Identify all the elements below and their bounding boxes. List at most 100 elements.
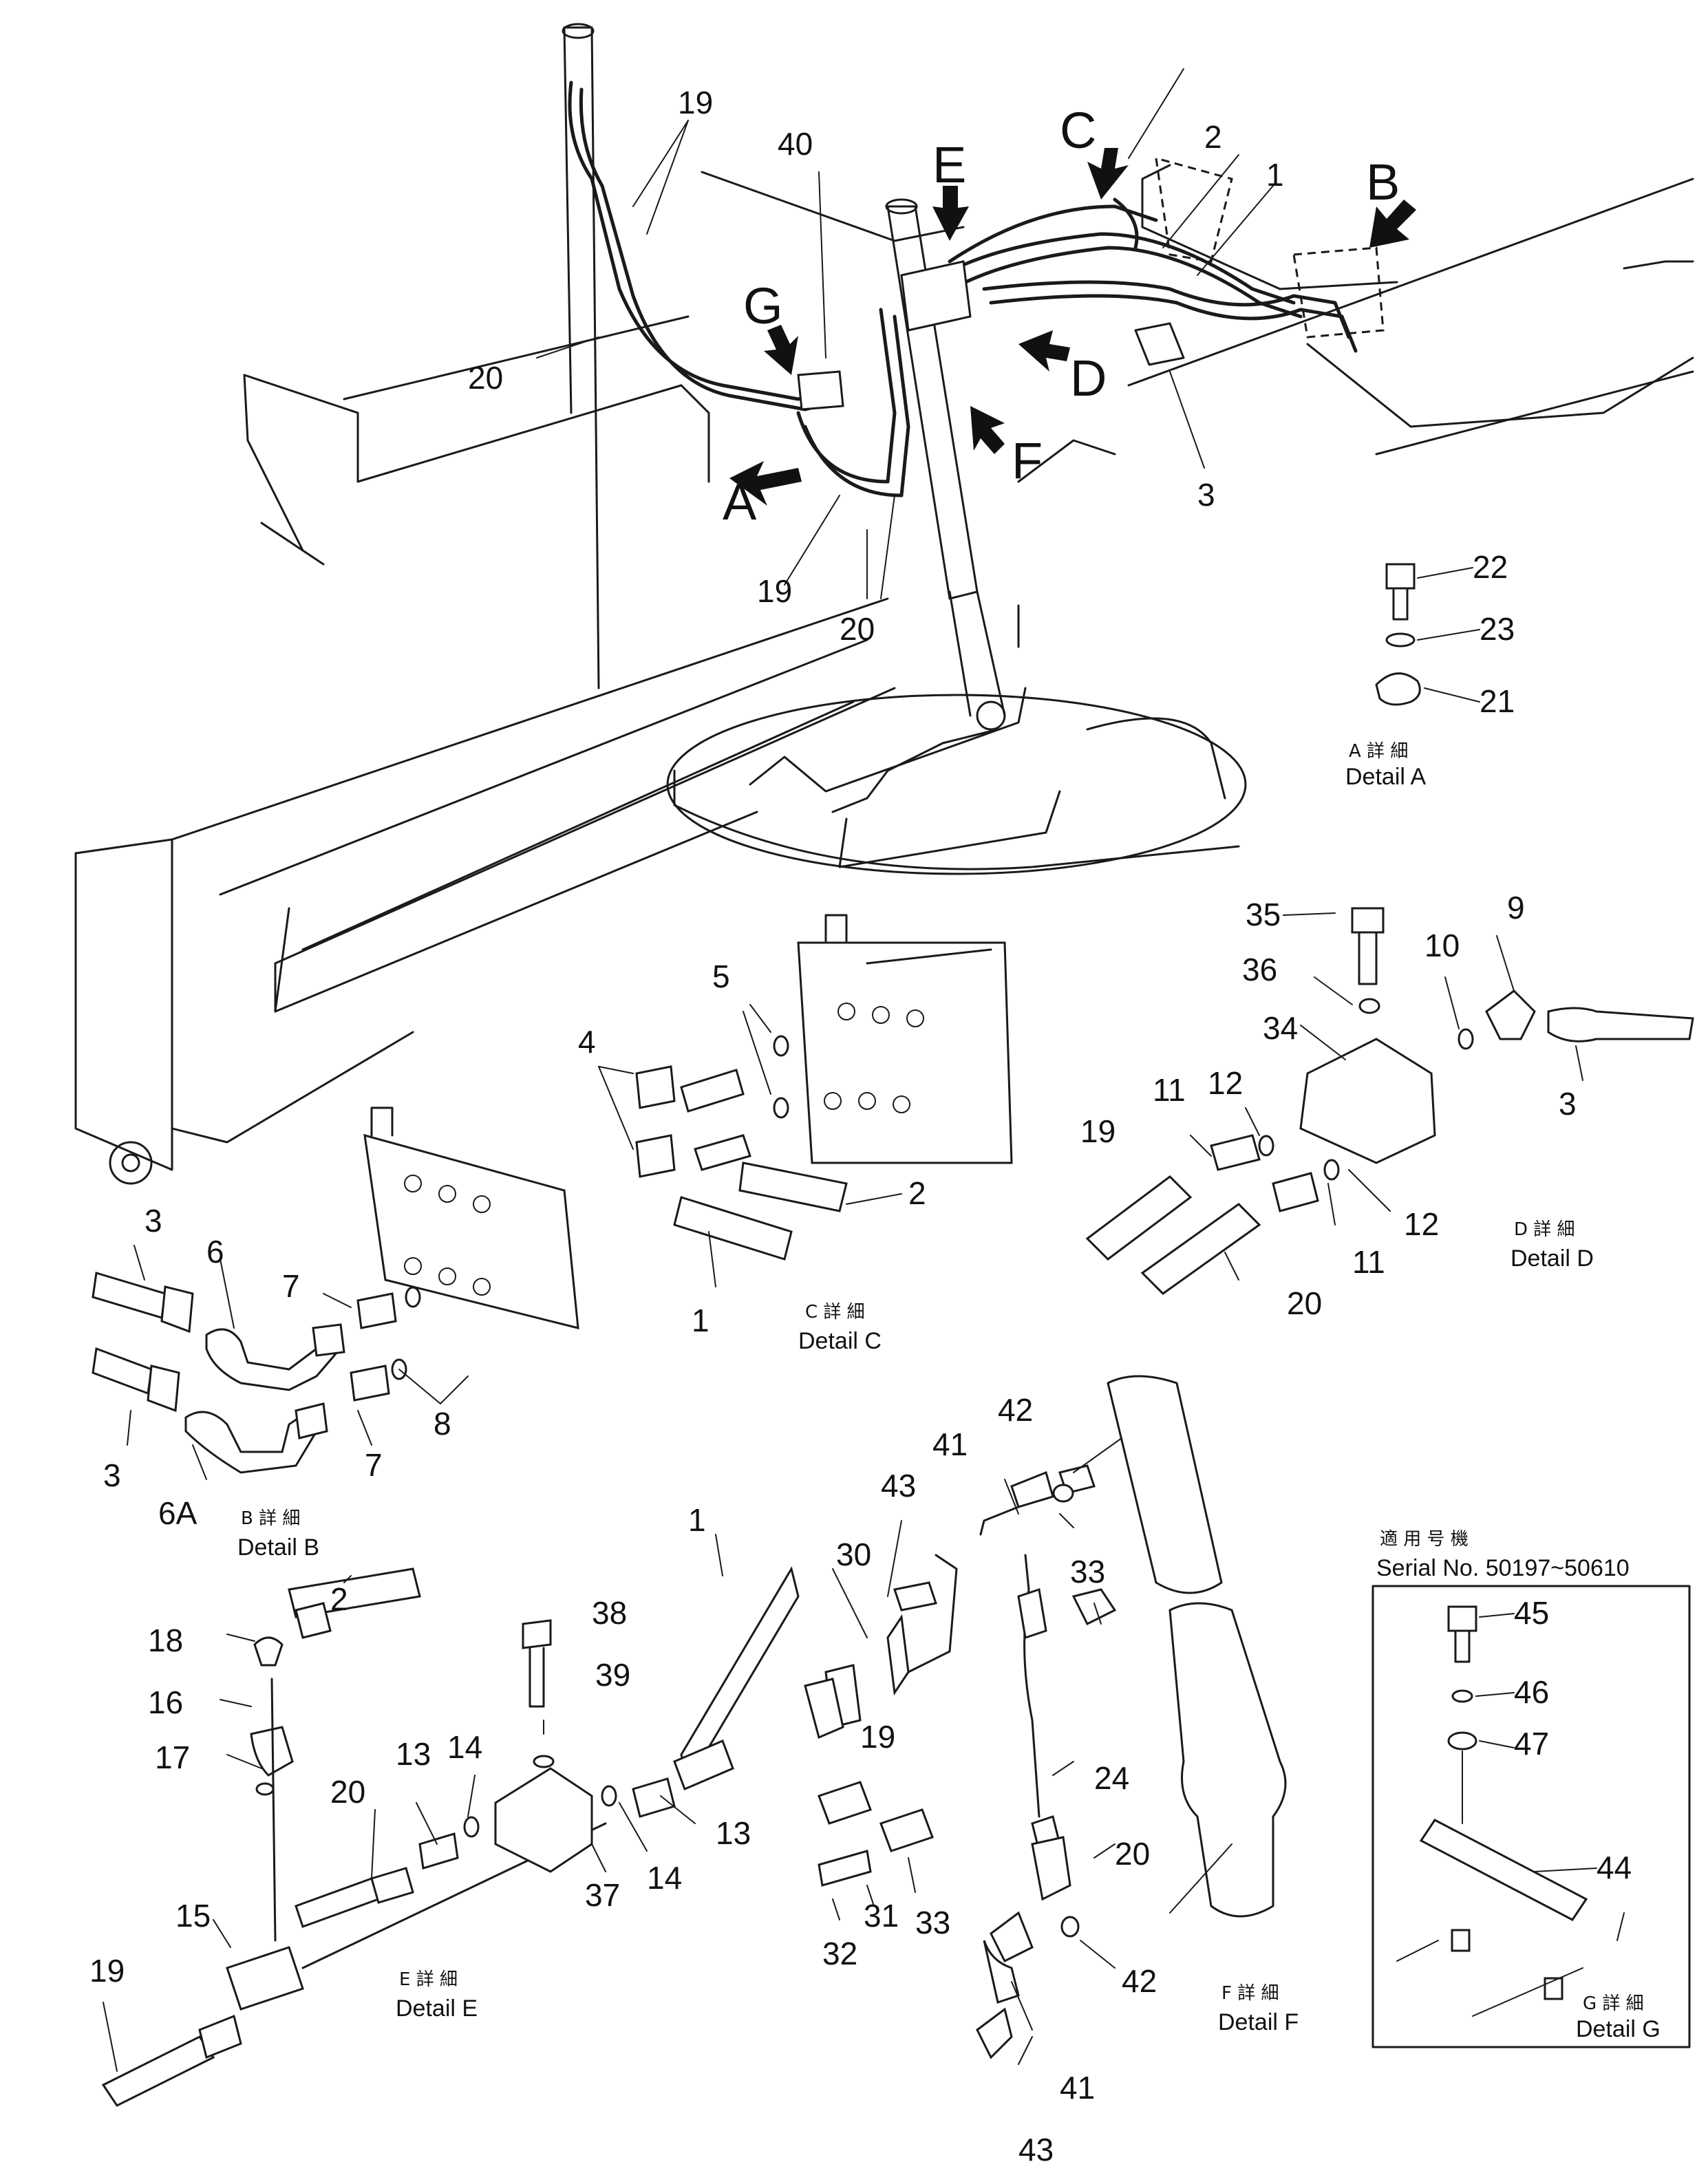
view-arrow-a-icon — [729, 461, 802, 506]
callout-1-detail-c: 1 — [692, 1303, 709, 1338]
detail-f-jp-label: F 詳 細 — [1221, 1983, 1279, 2004]
callout-2-detail-e: 2 — [330, 1581, 348, 1617]
callout-19-bottom: 19 — [757, 573, 792, 609]
callout-9: 9 — [1507, 890, 1525, 925]
callout-33-bottom: 33 — [915, 1905, 950, 1940]
view-arrow-e-icon — [932, 186, 969, 241]
view-arrow-d-icon — [1018, 330, 1070, 372]
callout-12-top: 12 — [1208, 1065, 1243, 1101]
detail-g-box: 適 用 号 機 Serial No. 50197~50610 45 46 47 … — [1371, 1529, 1691, 2048]
callout-31: 31 — [864, 1898, 899, 1934]
callout-20-bottom: 20 — [840, 611, 875, 647]
view-letter-f: F — [1012, 432, 1043, 489]
detail-a-jp-label: A 詳 細 — [1349, 741, 1408, 762]
callout-11-top: 11 — [1153, 1072, 1186, 1108]
callout-24: 24 — [1094, 1760, 1129, 1796]
callout-39: 39 — [595, 1657, 630, 1693]
callout-47: 47 — [1514, 1726, 1549, 1762]
detail-e: 2 18 16 17 15 19 20 13 14 38 39 37 14 13… — [89, 1502, 800, 2107]
callout-2-detail-c: 2 — [908, 1175, 926, 1211]
callout-21: 21 — [1480, 683, 1515, 719]
detail-f-label: Detail F — [1218, 2009, 1299, 2035]
callout-33-top: 33 — [1070, 1554, 1105, 1589]
callout-45: 45 — [1514, 1595, 1549, 1631]
main-leader-lines — [536, 120, 1274, 599]
detail-a-label: Detail A — [1345, 764, 1426, 790]
detail-d: 35 36 34 10 9 3 12 11 19 12 11 20 D 詳 細 … — [1080, 890, 1694, 1321]
callout-35: 35 — [1246, 897, 1281, 932]
detail-e-jp-label: E 詳 細 — [399, 1969, 458, 1990]
callout-19-top: 19 — [678, 85, 713, 120]
view-arrow-c-icon — [1087, 148, 1129, 200]
callout-8: 8 — [434, 1406, 451, 1442]
callout-12-bottom: 12 — [1404, 1206, 1439, 1242]
view-letter-b: B — [1366, 153, 1400, 211]
callout-34: 34 — [1263, 1010, 1298, 1046]
callout-38: 38 — [592, 1595, 627, 1631]
serial-jp-label: 適 用 号 機 — [1380, 1529, 1469, 1550]
view-letter-c: C — [1060, 102, 1096, 159]
callout-11-bottom: 11 — [1352, 1244, 1385, 1280]
callout-37: 37 — [585, 1877, 620, 1913]
detail-e-label: Detail E — [396, 1995, 478, 2022]
callout-6: 6 — [206, 1234, 224, 1270]
callout-20-left: 20 — [468, 360, 503, 396]
detail-c-label: Detail C — [798, 1328, 882, 1354]
serial-number-label: Serial No. 50197~50610 — [1376, 1555, 1630, 1581]
callout-4: 4 — [578, 1024, 596, 1060]
callout-22: 22 — [1473, 549, 1508, 585]
callout-42-bottom: 42 — [1122, 1963, 1157, 1999]
callout-20-detail-d: 20 — [1287, 1285, 1322, 1321]
callout-2-main: 2 — [1204, 119, 1222, 155]
detail-c-jp-label: C 詳 細 — [805, 1302, 865, 1323]
callout-20-detail-e: 20 — [330, 1774, 365, 1810]
view-letter-e: E — [932, 136, 966, 193]
view-letter-d: D — [1070, 350, 1107, 407]
callout-5: 5 — [712, 959, 730, 994]
view-arrow-f-icon — [970, 406, 1005, 454]
detail-d-label: Detail D — [1510, 1245, 1594, 1272]
callout-36: 36 — [1242, 952, 1277, 987]
callout-3-detail-d: 3 — [1559, 1086, 1577, 1122]
callout-13-left: 13 — [396, 1736, 431, 1772]
callout-46: 46 — [1514, 1674, 1549, 1710]
detail-g-frame — [1371, 1585, 1691, 2048]
callout-18: 18 — [148, 1623, 183, 1658]
callout-15: 15 — [175, 1898, 211, 1934]
view-arrows — [729, 148, 1416, 506]
callout-32: 32 — [822, 1936, 857, 1971]
callout-7-top: 7 — [282, 1268, 300, 1304]
callout-14-right: 14 — [647, 1860, 682, 1896]
view-arrow-b-icon — [1369, 200, 1416, 248]
callout-20-detail-f: 20 — [1115, 1836, 1150, 1872]
callout-19-detail-e: 19 — [89, 1953, 125, 1989]
view-arrow-g-icon — [764, 325, 798, 375]
callout-41-bottom: 41 — [1060, 2070, 1095, 2106]
callout-19-detail-d: 19 — [1080, 1113, 1115, 1149]
view-letter-a: A — [723, 473, 757, 531]
callout-1-detail-e: 1 — [688, 1502, 706, 1538]
callout-7-bottom: 7 — [365, 1447, 383, 1483]
detail-g-label: Detail G — [1576, 2016, 1661, 2042]
callout-16: 16 — [148, 1684, 183, 1720]
callout-3-detail-b-bottom: 3 — [103, 1457, 121, 1493]
detail-b-label: Detail B — [237, 1534, 319, 1561]
callout-1-main: 1 — [1266, 157, 1284, 193]
callout-14-left: 14 — [447, 1729, 482, 1765]
callout-3-detail-b-top: 3 — [145, 1203, 162, 1239]
detail-c: 4 5 2 1 C 詳 細 Detail C — [578, 914, 1013, 1354]
callout-17: 17 — [155, 1740, 190, 1775]
callout-19-detail-f: 19 — [860, 1719, 895, 1755]
view-letter-g: G — [743, 277, 783, 334]
callout-30: 30 — [836, 1537, 871, 1572]
detail-f: 30 19 43 41 42 33 24 20 32 31 33 42 41 4… — [804, 1375, 1299, 2167]
main-callouts: 19 40 20 2 1 3 19 20 C B E G D F A — [468, 85, 1400, 647]
callout-42-top: 42 — [998, 1392, 1033, 1428]
detail-b-jp-label: B 詳 細 — [241, 1508, 300, 1529]
callout-41-top: 41 — [932, 1426, 968, 1462]
callout-13-right: 13 — [716, 1815, 751, 1851]
detail-g-jp-label: G 詳 細 — [1583, 1993, 1644, 2014]
callout-43-top: 43 — [881, 1468, 916, 1503]
callout-23: 23 — [1480, 611, 1515, 647]
